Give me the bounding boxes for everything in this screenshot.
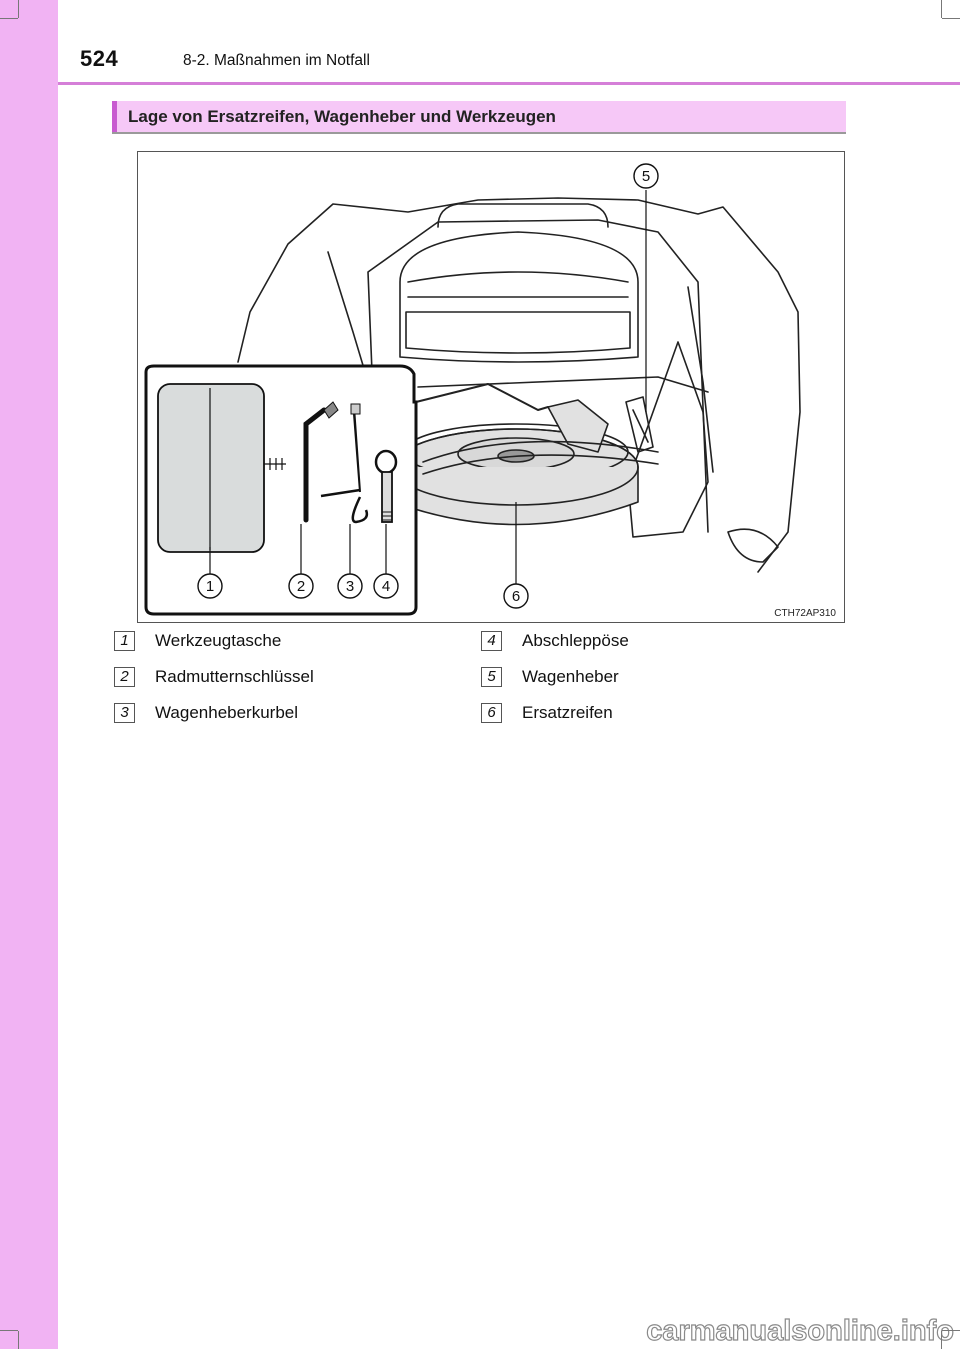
crop-mark [18,0,19,18]
section-stripe [112,101,117,132]
legend-num: 1 [114,631,135,651]
chapter-title: 8-2. Maßnahmen im Notfall [183,52,370,69]
tools-inset [144,364,418,616]
side-band [0,0,58,1349]
crop-mark [18,1331,19,1349]
crop-mark [0,18,18,19]
legend-num: 3 [114,703,135,723]
legend-label: Werkzeugtasche [155,631,282,650]
callout-2: 2 [297,578,305,595]
legend-num: 6 [481,703,502,723]
figure-code: CTH72AP310 [774,608,836,619]
callout-4: 4 [382,578,390,595]
crop-mark [942,18,960,19]
legend-label: Radmutternschlüssel [155,667,314,686]
legend-num: 5 [481,667,502,687]
section-title: Lage von Ersatzreifen, Wagenheber und We… [128,107,556,126]
legend-label: Wagenheberkurbel [155,703,299,722]
watermark: carmanualsonline.info [646,1314,955,1347]
legend-label: Abschleppöse [522,631,629,650]
callout-6: 6 [512,588,520,605]
illustration-frame: 1 2 3 4 5 6 CTH72AP310 [137,151,845,623]
legend-num: 2 [114,667,135,687]
crop-mark [941,0,942,18]
legend-num: 4 [481,631,502,651]
callout-5: 5 [642,168,650,185]
page-number: 524 [80,46,119,71]
crop-mark [941,1331,942,1349]
callout-1: 1 [206,578,214,595]
legend-label: Ersatzreifen [522,703,613,722]
crop-mark [942,1330,960,1331]
legend-label: Wagenheber [522,667,619,686]
header-rule [58,82,960,85]
watermark-text: carmanualsonline.info [646,1315,954,1347]
section-heading-bar: Lage von Ersatzreifen, Wagenheber und We… [112,101,846,134]
trunk-illustration: 1 2 3 4 5 6 [144,163,801,616]
callout-3: 3 [346,578,354,595]
crop-mark [0,1330,18,1331]
